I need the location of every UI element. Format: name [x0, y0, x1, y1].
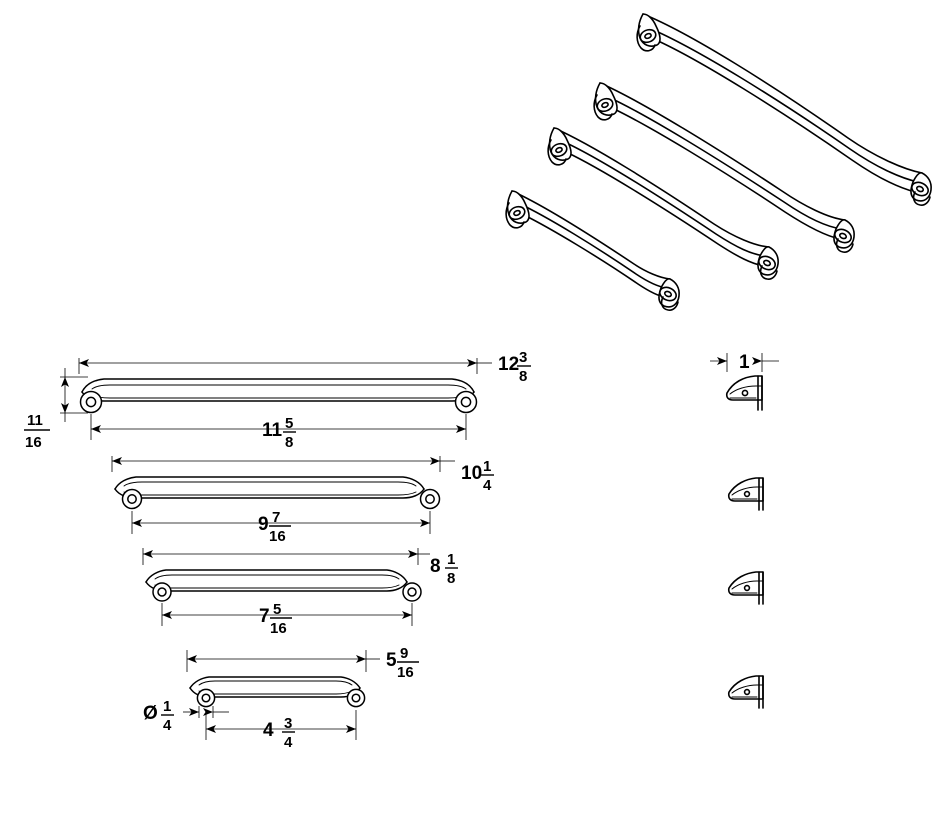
dim-text-center-4: 4 3 4 — [263, 715, 295, 751]
dim-overall-4-den: 16 — [397, 664, 414, 681]
handle-iso-1 — [505, 190, 680, 311]
dim-overall-4-num: 9 — [400, 645, 408, 662]
handle-iso-4 — [636, 13, 932, 206]
dim-overall-3 — [142, 548, 430, 565]
dim-overall-2-whole: 10 — [461, 463, 482, 484]
dim-overall-3-den: 8 — [447, 570, 455, 587]
dim-center-4-den: 4 — [284, 734, 293, 751]
dim-overall-3-whole: 8 — [430, 556, 441, 577]
dim-center-2 — [131, 511, 431, 534]
dim-height-1 — [60, 368, 88, 422]
dim-text-overall-4: 5 9 16 — [386, 645, 419, 681]
elevation-handle-4 — [183, 650, 380, 740]
dim-overall-1-num: 3 — [519, 349, 527, 366]
handle-iso-3 — [593, 82, 855, 253]
side-view-1 — [710, 353, 779, 411]
side-view-3 — [727, 571, 764, 605]
dim-height-1-den: 16 — [25, 434, 42, 451]
dim-text-center-1: 11 5 8 — [262, 415, 296, 451]
dim-center-4-num: 3 — [284, 715, 292, 732]
dim-center-1 — [90, 414, 467, 440]
dim-overall-4-whole: 5 — [386, 650, 397, 671]
dim-center-3-whole: 7 — [259, 606, 270, 627]
elevation-handle-3 — [142, 548, 430, 626]
side-view-2 — [727, 477, 764, 511]
dim-center-2-den: 16 — [269, 528, 286, 545]
dim-center-1-whole: 11 — [262, 420, 283, 441]
dim-center-3 — [161, 603, 413, 626]
handle-iso-2 — [547, 127, 779, 280]
dim-overall-4 — [186, 650, 380, 672]
dim-center-2-whole: 9 — [258, 514, 269, 535]
dim-diameter-4-symbol: Ø — [143, 703, 158, 724]
dim-center-4 — [205, 710, 357, 740]
dim-text-center-2: 9 7 16 — [258, 509, 291, 545]
dim-text-overall-3: 8 1 8 — [430, 551, 458, 587]
dim-overall-2-num: 1 — [483, 458, 491, 475]
dim-diameter-4 — [183, 706, 229, 718]
dim-diameter-4-num: 1 — [163, 698, 171, 715]
dim-overall-1-den: 8 — [519, 368, 527, 385]
side-view-4 — [727, 675, 764, 709]
elevation-handle-1 — [60, 358, 492, 440]
dim-text-center-3: 7 5 16 — [259, 601, 292, 637]
dim-center-1-den: 8 — [285, 434, 293, 451]
dim-center-3-den: 16 — [270, 620, 287, 637]
dim-center-4-whole: 4 — [263, 720, 274, 741]
dim-center-1-num: 5 — [285, 415, 293, 432]
elevation-handle-2 — [111, 456, 455, 534]
dim-text-overall-2: 10 1 4 — [461, 458, 494, 494]
dim-diameter-4-den: 4 — [163, 717, 172, 734]
dim-text-overall-1: 12 3 8 — [498, 349, 531, 385]
isometric-view-group — [505, 13, 932, 311]
dim-overall-1-whole: 12 — [498, 354, 519, 375]
dim-overall-3-num: 1 — [447, 551, 455, 568]
dim-center-3-num: 5 — [273, 601, 281, 618]
dim-overall-2-den: 4 — [483, 477, 492, 494]
side-profile-views — [710, 353, 779, 709]
dim-text-diameter-4: Ø 1 4 — [143, 698, 174, 734]
dim-height-1-num: 11 — [27, 412, 43, 429]
dim-text-projection-1: 1 — [739, 352, 750, 373]
dim-projection-1-whole: 1 — [739, 352, 750, 373]
dim-text-height-1: 11 16 — [24, 412, 50, 451]
dim-overall-2 — [111, 456, 455, 472]
dim-overall-1 — [78, 358, 492, 374]
dim-center-2-num: 7 — [272, 509, 280, 526]
